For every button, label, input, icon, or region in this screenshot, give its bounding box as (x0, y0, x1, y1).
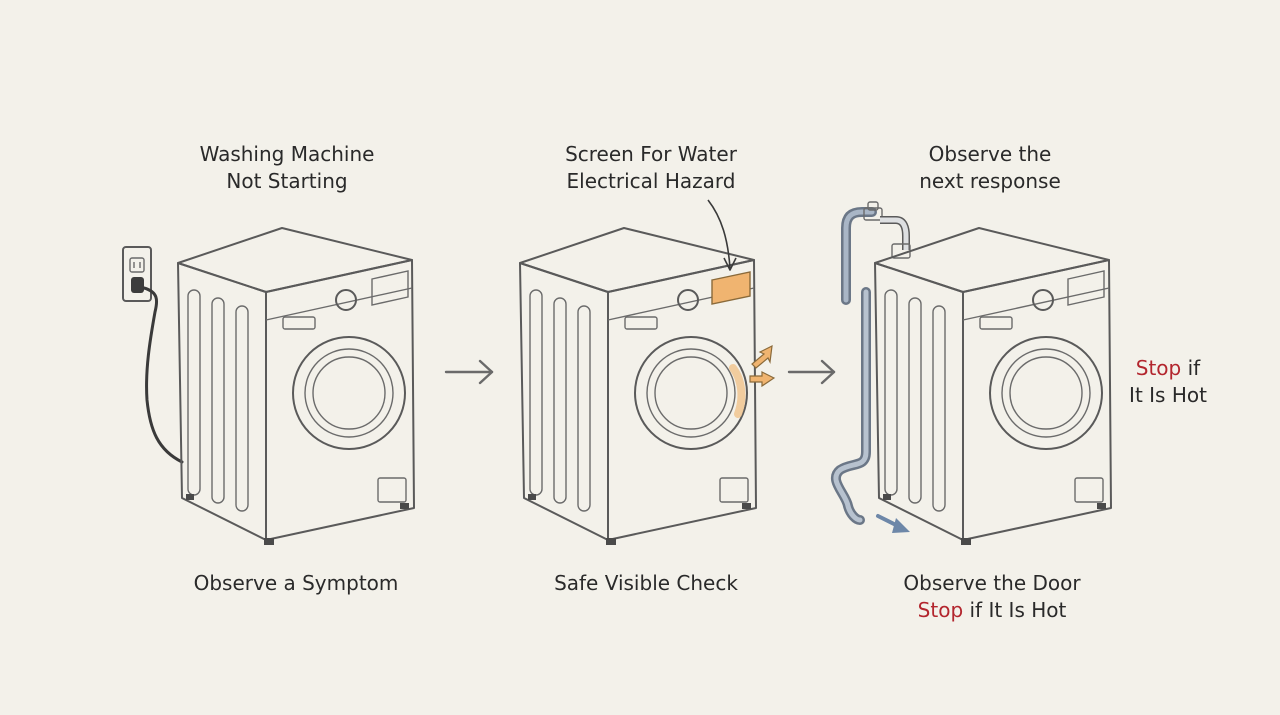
step-3-top-label: Observe the next response (919, 142, 1061, 193)
washing-machine-2 (519, 199, 776, 545)
drain-hose-icon (830, 287, 871, 525)
stop-word: Stop (1135, 356, 1182, 380)
step-2-top-label: Screen For Water Electrical Hazard (565, 142, 737, 193)
side-note-stop-if-hot: Stop if It Is Hot (1129, 356, 1207, 407)
step-3-bottom-label: Observe the Door Stop if It Is Hot (903, 571, 1081, 622)
hot-drum (1009, 356, 1083, 430)
drain-arrow-icon (876, 514, 910, 533)
hazard-arrow-icon (749, 344, 776, 388)
step-1-top-label: Washing Machine Not Starting (199, 142, 375, 193)
pointer-line (707, 199, 731, 269)
power-outlet-icon (122, 246, 152, 302)
arrow-right-icon (444, 359, 494, 385)
water-tap-icon (841, 201, 911, 305)
washing-machine-3 (830, 201, 1112, 545)
washing-machine-1 (122, 227, 415, 545)
step-2-bottom-label: Safe Visible Check (554, 571, 738, 595)
arrow-right-icon (787, 359, 836, 385)
step-1-bottom-label: Observe a Symptom (193, 571, 399, 595)
stop-word: Stop (917, 598, 964, 622)
door-seal-highlight (729, 364, 746, 418)
power-cord-icon (142, 286, 184, 464)
hazard-display-highlight (711, 271, 751, 305)
